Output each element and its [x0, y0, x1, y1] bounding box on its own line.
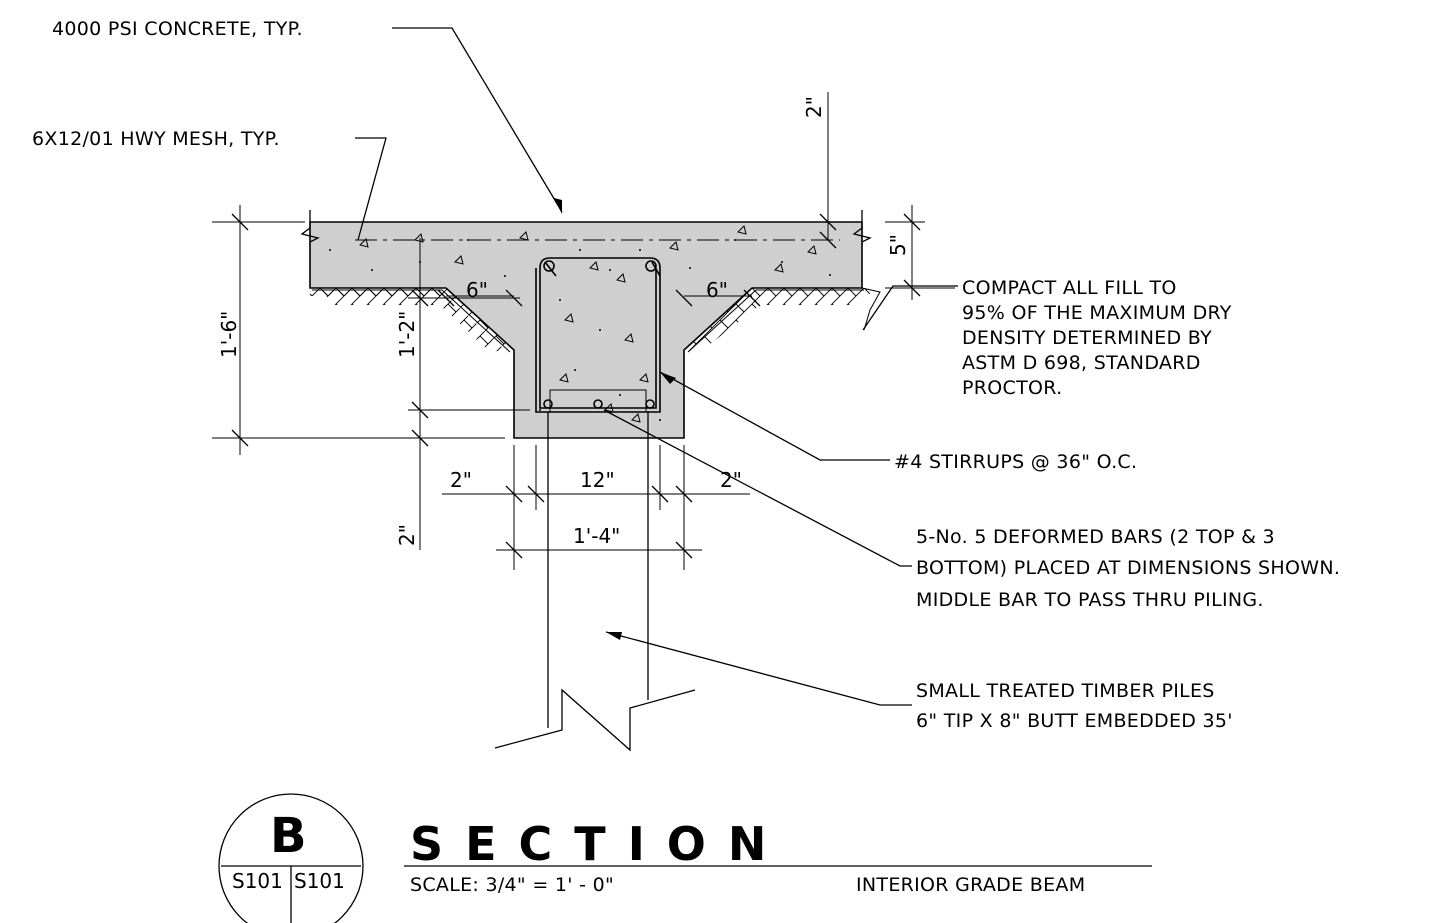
- timber-pile: [494, 412, 696, 752]
- dim-overall-height: 1'-6": [217, 311, 241, 358]
- dim-bottom-cover: 2": [395, 524, 419, 546]
- note-bars-line: BOTTOM) PLACED AT DIMENSIONS SHOWN.: [916, 557, 1340, 579]
- note-fill: COMPACT ALL FILL TO 95% OF THE MAXIMUM D…: [962, 277, 1232, 399]
- section-title: SECTION: [410, 817, 788, 871]
- dim-top-cover: 2": [802, 96, 826, 118]
- note-concrete: 4000 PSI CONCRETE, TYP.: [52, 18, 303, 40]
- concrete-section: [309, 221, 863, 439]
- dim-beam-height: 1'-2": [395, 311, 419, 358]
- stirrup-cage: [535, 257, 661, 413]
- dim-side-left: 2": [450, 468, 472, 492]
- note-stirrups: #4 STIRRUPS @ 36" O.C.: [894, 451, 1137, 473]
- detail-letter: B: [270, 808, 307, 864]
- scale-label: SCALE: 3/4" = 1' - 0": [410, 874, 614, 896]
- dimension-lines: [212, 92, 955, 570]
- detail-bubble: [218, 793, 364, 923]
- note-fill-line: DENSITY DETERMINED BY: [962, 327, 1212, 349]
- note-mesh: 6X12/01 HWY MESH, TYP.: [32, 128, 280, 150]
- leader-arrowheads: [554, 198, 676, 640]
- note-piles-line: 6" TIP X 8" BUTT EMBEDDED 35': [916, 710, 1233, 732]
- note-fill-line: PROCTOR.: [962, 377, 1062, 399]
- compacted-soil-hatch: [310, 287, 881, 353]
- dim-slab-thickness: 5": [886, 234, 910, 256]
- dim-beam-width: 1'-4": [573, 524, 620, 548]
- detail-description: INTERIOR GRADE BEAM: [856, 874, 1085, 896]
- leader-lines: [355, 27, 958, 706]
- note-fill-line: ASTM D 698, STANDARD: [962, 352, 1201, 374]
- dim-side-right: 2": [720, 468, 742, 492]
- title-block: B S101 S101 SECTION SCALE: 3/4" = 1' - 0…: [218, 793, 1152, 923]
- note-piles: SMALL TREATED TIMBER PILES 6" TIP X 8" B…: [916, 680, 1233, 732]
- sheet-reference-left: S101: [232, 869, 283, 893]
- break-lines: [300, 210, 872, 243]
- note-bars: 5-No. 5 DEFORMED BARS (2 TOP & 3 BOTTOM)…: [916, 526, 1340, 611]
- dim-core-width: 12": [580, 468, 615, 492]
- dim-haunch-left: 6": [466, 278, 488, 302]
- note-bars-line: 5-No. 5 DEFORMED BARS (2 TOP & 3: [916, 526, 1275, 548]
- note-fill-line: 95% OF THE MAXIMUM DRY: [962, 302, 1232, 324]
- note-piles-line: SMALL TREATED TIMBER PILES: [916, 680, 1215, 702]
- note-bars-line: MIDDLE BAR TO PASS THRU PILING.: [916, 589, 1264, 611]
- dim-haunch-right: 6": [706, 278, 728, 302]
- note-fill-line: COMPACT ALL FILL TO: [962, 277, 1177, 299]
- sheet-reference-right: S101: [294, 869, 345, 893]
